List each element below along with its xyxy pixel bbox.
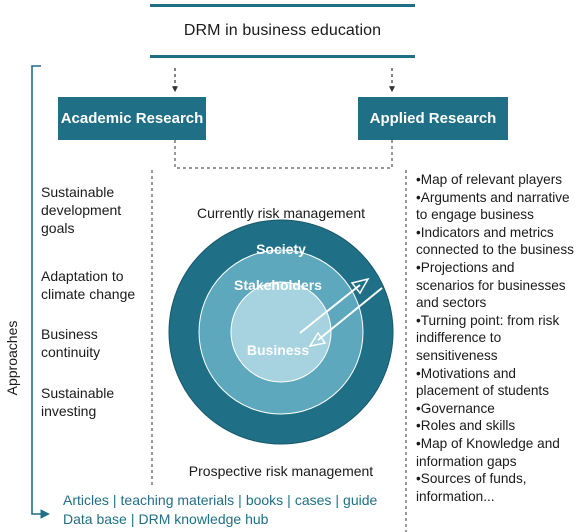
- footer-line-2: Data base|DRM knowledge hub: [63, 511, 269, 527]
- business-label: Business: [246, 342, 310, 358]
- list-item: connected to the business: [416, 242, 574, 258]
- research-link: [174, 140, 393, 169]
- list-item: indifference to: [416, 330, 502, 346]
- list-item: information...: [416, 488, 495, 504]
- list-item: •Sources of funds,: [416, 471, 527, 487]
- list-item: •Arguments and narrative: [416, 189, 570, 205]
- approach-item-sdg: Sustainable development goals: [41, 184, 122, 236]
- applied-research-list: •Map of relevant players •Arguments and …: [416, 171, 576, 505]
- approach-item-investing: Sustainable investing: [41, 385, 115, 419]
- society-label: Society: [256, 241, 306, 257]
- list-item: •Indicators and metrics: [416, 224, 554, 240]
- footer-item-database: Data base: [63, 511, 127, 527]
- list-item: sensitiveness: [416, 347, 498, 363]
- list-item: and sectors: [416, 295, 487, 311]
- list-item: •Turning point: from risk: [416, 312, 560, 328]
- footer-line-1: Articles|teaching materials|books|cases|…: [63, 492, 378, 508]
- academic-research-box: Academic Research: [58, 97, 206, 140]
- list-item: information gaps: [416, 453, 517, 469]
- list-item: •Map of Knowledge and: [416, 435, 560, 451]
- diagram-title-box: DRM in business education: [150, 4, 415, 58]
- footer-item-cases: cases: [294, 492, 332, 508]
- approaches-label: Approaches: [4, 320, 20, 396]
- list-item: •Governance: [416, 400, 495, 416]
- footer-item-books: books: [245, 492, 284, 508]
- diagram-title: DRM in business education: [183, 22, 382, 39]
- approaches-bracket: [31, 65, 50, 519]
- list-item: •Roles and skills: [416, 418, 516, 434]
- list-item: scenarios for businesses: [416, 277, 566, 293]
- applied-research-box: Applied Research: [358, 97, 508, 140]
- currently-risk-label: Currently risk management: [196, 205, 366, 221]
- approach-item-continuity: Business continuity: [41, 326, 101, 360]
- interaction-arrows: [299, 277, 383, 348]
- footer-item-knowledge-hub: DRM knowledge hub: [138, 511, 269, 527]
- applied-research-label: Applied Research: [369, 110, 497, 127]
- prospective-risk-label: Prospective risk management: [188, 463, 374, 479]
- stakeholders-label: Stakeholders: [234, 277, 322, 293]
- list-item: placement of students: [416, 383, 549, 399]
- business-core: [230, 281, 332, 383]
- footer-item-teaching-materials: teaching materials: [120, 492, 235, 508]
- footer-item-articles: Articles: [63, 492, 109, 508]
- list-item: •Motivations and: [416, 365, 516, 381]
- list-item: •Projections and: [416, 259, 515, 275]
- list-item: to engage business: [416, 207, 534, 223]
- approach-item-adaptation: Adaptation to climate change: [41, 268, 136, 302]
- footer-item-guide: guide: [343, 492, 378, 508]
- academic-research-label: Academic Research: [60, 110, 204, 127]
- list-item: •Map of relevant players: [416, 172, 563, 187]
